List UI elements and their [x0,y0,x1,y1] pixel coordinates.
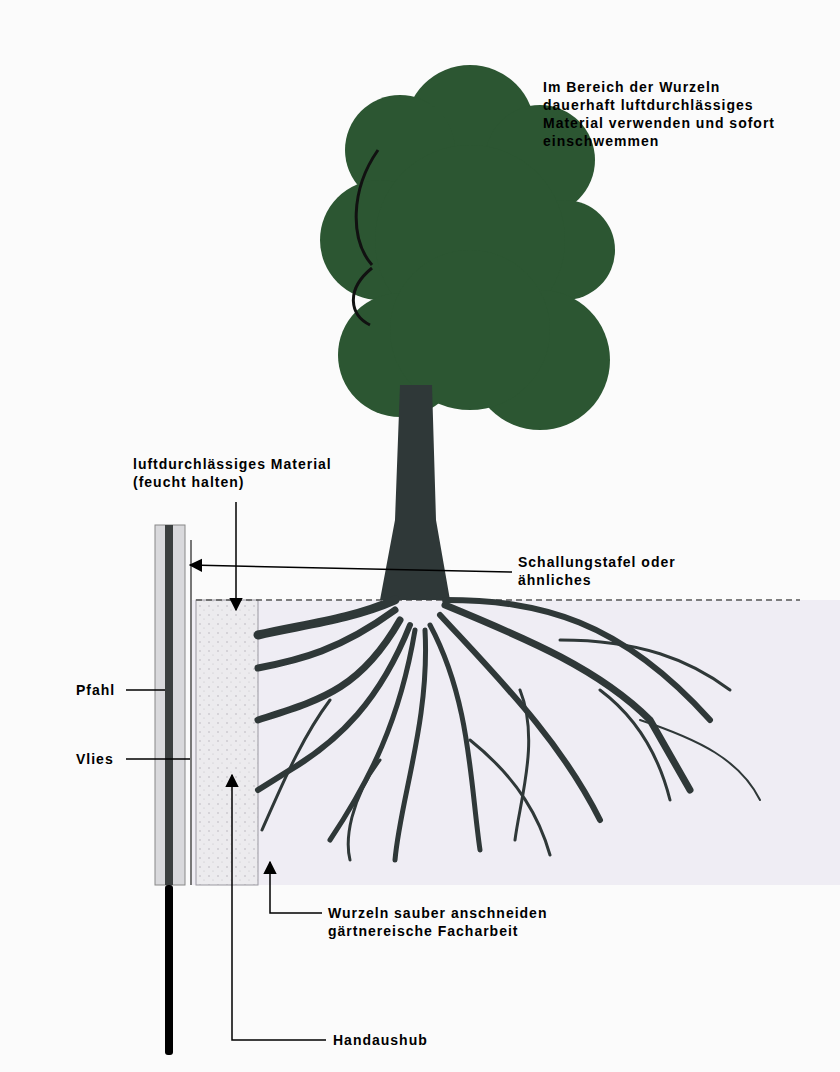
formwork-panel [155,525,185,885]
part-label: Handaushub [333,1031,493,1049]
part-label: Vlies [76,750,124,768]
backfill [196,600,258,885]
canopy-line [353,150,378,325]
part-label: Schallungstafel oder ähnliches [518,553,723,589]
fleece [190,540,192,885]
note-text: Wurzeln sauber anschneiden gärtnereische… [328,904,590,940]
part-label: luftdurchlässiges Material (feucht halte… [133,455,361,491]
roots [258,600,760,860]
post [165,525,173,885]
part-label: Pfahl [76,681,124,699]
note-text: Im Bereich der Wurzeln dauerhaft luftdur… [543,78,783,150]
post-foot [165,885,173,1055]
soil [190,600,840,885]
leader-lines [126,502,512,1040]
trunk [380,385,450,600]
